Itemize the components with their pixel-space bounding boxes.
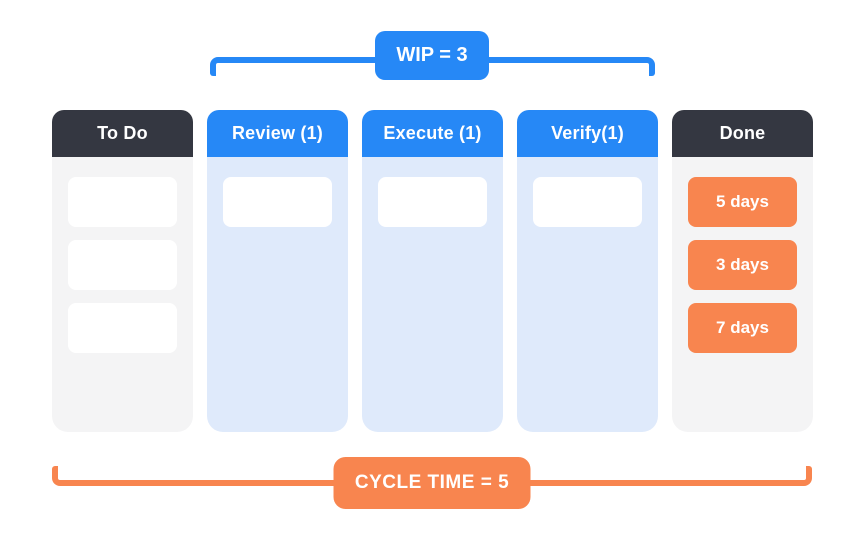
column-header-review: Review (1) bbox=[207, 110, 348, 157]
column-header-verify: Verify(1) bbox=[517, 110, 658, 157]
kanban-board: To Do Review (1) Execute (1) Verify(1) bbox=[52, 110, 813, 432]
done-card: 5 days bbox=[688, 177, 797, 227]
wip-badge: WIP = 3 bbox=[375, 31, 489, 80]
task-card bbox=[533, 177, 642, 227]
column-body-review bbox=[207, 157, 348, 432]
cycle-time-badge: CYCLE TIME = 5 bbox=[333, 457, 531, 509]
column-body-done: 5 days 3 days 7 days bbox=[672, 157, 813, 432]
column-body-verify bbox=[517, 157, 658, 432]
task-card bbox=[68, 240, 177, 290]
column-header-done: Done bbox=[672, 110, 813, 157]
done-card: 3 days bbox=[688, 240, 797, 290]
column-todo: To Do bbox=[52, 110, 193, 432]
column-execute: Execute (1) bbox=[362, 110, 503, 432]
column-done: Done 5 days 3 days 7 days bbox=[672, 110, 813, 432]
task-card bbox=[68, 303, 177, 353]
column-verify: Verify(1) bbox=[517, 110, 658, 432]
task-card bbox=[223, 177, 332, 227]
column-header-execute: Execute (1) bbox=[362, 110, 503, 157]
column-header-todo: To Do bbox=[52, 110, 193, 157]
task-card bbox=[68, 177, 177, 227]
task-card bbox=[378, 177, 487, 227]
done-card: 7 days bbox=[688, 303, 797, 353]
column-body-todo bbox=[52, 157, 193, 432]
column-review: Review (1) bbox=[207, 110, 348, 432]
column-body-execute bbox=[362, 157, 503, 432]
